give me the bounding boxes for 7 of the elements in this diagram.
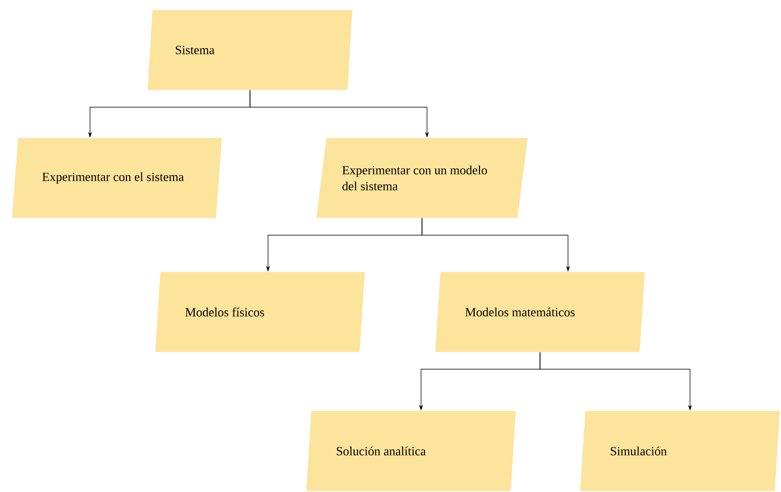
- parallelogram-box: Experimentar con un modelo del sistema: [316, 138, 528, 218]
- parallelogram-box: Solución analítica: [306, 411, 516, 491]
- parallelogram-box: Experimentar con el sistema: [12, 138, 222, 218]
- parallelogram-box: Modelos físicos: [155, 272, 365, 352]
- parallelogram-box: Simulación: [580, 411, 780, 491]
- parallelogram-box: Sistema: [148, 10, 352, 90]
- parallelogram-box: Modelos matemáticos: [435, 272, 645, 352]
